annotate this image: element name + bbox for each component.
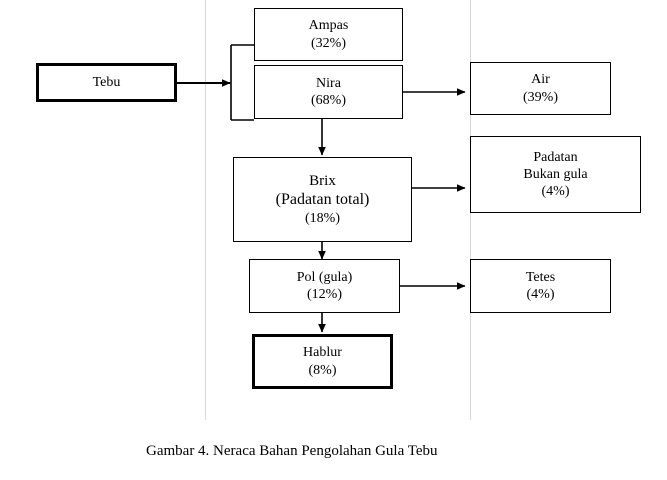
node-brix: Brix (Padatan total) (18%) <box>233 157 412 242</box>
node-nira-line2: (68%) <box>311 93 346 108</box>
node-padatan-line1: Padatan <box>533 149 578 165</box>
node-hablur-line2: (8%) <box>308 362 337 378</box>
node-padatan-bukan-gula: Padatan Bukan gula (4%) <box>470 136 641 213</box>
figure-caption: Gambar 4. Neraca Bahan Pengolahan Gula T… <box>146 443 438 459</box>
node-ampas: Ampas (32%) <box>254 8 403 61</box>
node-pol-line2: (12%) <box>307 287 342 302</box>
node-air-line2: (39%) <box>523 89 558 105</box>
node-padatan-line2: Bukan gula <box>523 166 588 182</box>
node-tebu: Tebu <box>36 63 177 102</box>
node-brix-line3: (18%) <box>305 210 340 226</box>
node-ampas-line1: Ampas <box>308 18 349 34</box>
node-brix-line1: Brix <box>309 173 336 190</box>
node-pol-line1: Pol (gula) <box>296 269 353 285</box>
node-brix-line2: (Padatan total) <box>275 191 370 209</box>
node-nira: Nira (68%) <box>254 65 403 119</box>
node-tetes-line1: Tetes <box>525 269 556 285</box>
node-hablur-line1: Hablur <box>303 345 342 361</box>
node-tetes: Tetes (4%) <box>470 259 611 313</box>
node-nira-line1: Nira <box>316 75 341 91</box>
node-tetes-line2: (4%) <box>526 287 555 302</box>
page-guide-left <box>205 0 206 420</box>
node-tebu-line1: Tebu <box>92 74 121 90</box>
node-hablur: Hablur (8%) <box>252 334 393 389</box>
node-padatan-line3: (4%) <box>541 184 570 200</box>
node-pol-gula: Pol (gula) (12%) <box>249 259 400 313</box>
node-ampas-line2: (32%) <box>311 35 346 51</box>
node-air: Air (39%) <box>470 62 611 115</box>
node-air-line1: Air <box>531 72 550 88</box>
